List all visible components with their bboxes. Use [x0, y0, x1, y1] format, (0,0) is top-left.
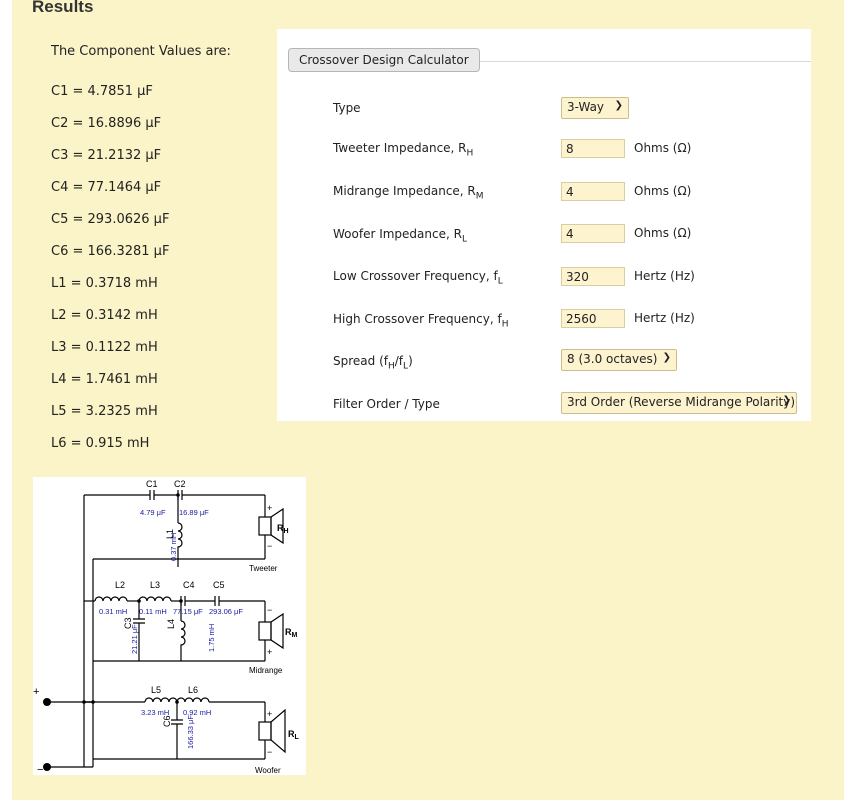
l4-value: 1.75 mH — [207, 624, 216, 652]
tweeter-impedance-unit: Ohms (Ω) — [634, 141, 692, 155]
type-select-value: 3-Way — [567, 100, 605, 114]
l4-label: L4 — [166, 619, 176, 629]
l2-label: L2 — [115, 580, 125, 590]
crossover-calculator: Crossover Design Calculator Type 3-Way ❯… — [277, 29, 811, 421]
value-l5: L5 = 3.2325 mH — [51, 404, 158, 419]
low-crossover-unit: Hertz (Hz) — [634, 269, 695, 283]
tweeter-impedance-label: Tweeter Impedance, RH — [333, 141, 474, 159]
woofer-impedance-input[interactable]: 4 — [561, 224, 625, 243]
tweeter-minus-label: − — [267, 541, 272, 551]
high-crossover-label: High Crossover Frequency, fH — [333, 312, 509, 330]
midrange-minus-label: − — [267, 605, 272, 615]
l5-value: 3.23 mH — [141, 708, 169, 717]
l6-value: 0.92 mH — [183, 708, 211, 717]
c1-label: C1 — [146, 479, 158, 489]
value-c3: C3 = 21.2132 μF — [51, 148, 162, 163]
l2-value: 0.31 mH — [99, 607, 127, 616]
c4-value: 77.15 μF — [173, 607, 203, 616]
value-c4: C4 = 77.1464 μF — [51, 180, 162, 195]
rm-label: RM — [285, 627, 298, 639]
c2-value: 16.89 μF — [179, 508, 209, 517]
tweeter-impedance-input[interactable]: 8 — [561, 139, 625, 158]
c5-label: C5 — [213, 580, 225, 590]
filter-order-label: Filter Order / Type — [333, 397, 440, 411]
low-crossover-label: Low Crossover Frequency, fL — [333, 269, 503, 287]
l6-label: L6 — [188, 685, 198, 695]
woofer-minus-label: − — [267, 747, 272, 757]
midrange-impedance-label: Midrange Impedance, RM — [333, 184, 484, 202]
minus-terminal-label: − — [37, 764, 43, 775]
chevron-down-icon: ❯ — [662, 352, 671, 363]
c5-value: 293.06 μF — [209, 607, 243, 616]
tweeter-label: Tweeter — [249, 564, 278, 573]
c4-label: C4 — [183, 580, 195, 590]
c1-value: 4.79 μF — [140, 508, 166, 517]
c3-label: C3 — [123, 617, 133, 629]
c2-label: C2 — [174, 479, 186, 489]
value-l6: L6 = 0.915 mH — [51, 436, 150, 451]
c6-label: C6 — [162, 715, 172, 727]
l3-value: 0.11 mH — [139, 607, 167, 616]
high-crossover-input[interactable]: 2560 — [561, 309, 625, 328]
filter-order-select-value: 3rd Order (Reverse Midrange Polarity) — [567, 395, 796, 409]
midrange-impedance-unit: Ohms (Ω) — [634, 184, 692, 198]
spread-select-value: 8 (3.0 octaves) — [567, 352, 658, 366]
value-l3: L3 = 0.1122 mH — [51, 340, 158, 355]
c6-value: 166.33 μF — [186, 715, 195, 749]
woofer-impedance-label: Woofer Impedance, RL — [333, 227, 467, 245]
calculator-legend: Crossover Design Calculator — [288, 48, 480, 72]
l1-value: 0.37 mH — [169, 533, 178, 561]
schematic-diagram: C1 C2 L2 L3 C4 C5 L5 L6 + − + − − + + − … — [33, 479, 300, 775]
midrange-plus-label: + — [267, 647, 272, 657]
value-l4: L4 = 1.7461 mH — [51, 372, 158, 387]
value-l2: L2 = 0.3142 mH — [51, 308, 158, 323]
rh-label: RH — [277, 523, 289, 535]
chevron-down-icon: ❯ — [782, 395, 791, 406]
type-label: Type — [333, 101, 361, 115]
fieldset-border — [453, 61, 811, 62]
low-crossover-input[interactable]: 320 — [561, 267, 625, 286]
high-crossover-unit: Hertz (Hz) — [634, 311, 695, 325]
results-heading: Results — [32, 0, 94, 16]
chevron-down-icon: ❯ — [614, 100, 623, 111]
filter-order-select[interactable]: 3rd Order (Reverse Midrange Polarity) ❯ — [561, 392, 797, 414]
component-values-intro: The Component Values are: — [51, 44, 231, 59]
woofer-impedance-unit: Ohms (Ω) — [634, 226, 692, 240]
value-c5: C5 = 293.0626 μF — [51, 212, 170, 227]
value-c6: C6 = 166.3281 μF — [51, 244, 170, 259]
value-l1: L1 = 0.3718 mH — [51, 276, 158, 291]
plus-terminal-label: + — [33, 686, 39, 698]
l5-label: L5 — [151, 685, 161, 695]
spread-select[interactable]: 8 (3.0 octaves) ❯ — [561, 349, 677, 371]
midrange-label: Midrange — [249, 666, 283, 675]
tweeter-plus-label: + — [267, 503, 272, 513]
value-c2: C2 = 16.8896 μF — [51, 116, 162, 131]
woofer-label: Woofer — [255, 766, 281, 775]
woofer-plus-label: + — [267, 709, 272, 719]
crossover-schematic: C1 C2 L2 L3 C4 C5 L5 L6 + − + − − + + − … — [33, 477, 306, 775]
rl-label: RL — [288, 729, 300, 741]
l3-label: L3 — [150, 580, 160, 590]
value-c1: C1 = 4.7851 μF — [51, 84, 153, 99]
c3-value: 21.21 μF — [130, 624, 139, 654]
midrange-impedance-input[interactable]: 4 — [561, 182, 625, 201]
l1-label: L1 — [165, 529, 175, 539]
spread-label: Spread (fH/fL) — [333, 354, 413, 372]
type-select[interactable]: 3-Way ❯ — [561, 97, 629, 119]
